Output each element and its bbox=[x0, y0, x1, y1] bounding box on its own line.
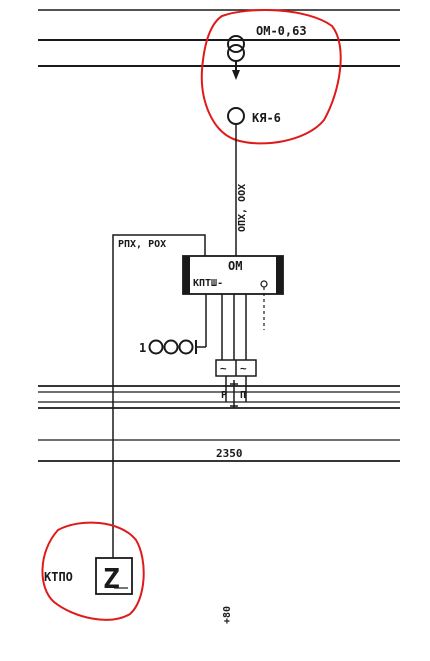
svg-text:~: ~ bbox=[220, 362, 227, 375]
offset-label: +80 bbox=[222, 606, 233, 624]
choke-label: 1 bbox=[139, 341, 146, 355]
relay-box: ~ ~ bbox=[215, 359, 257, 377]
svg-text:~: ~ bbox=[240, 362, 247, 375]
transformer-symbol bbox=[227, 35, 245, 80]
cabinet bbox=[182, 255, 284, 295]
junction-box-label: КЯ-6 bbox=[252, 111, 281, 125]
rail-left-label: Р bbox=[221, 390, 227, 401]
highlight-ellipse-top bbox=[200, 9, 342, 145]
dimension-label: 2350 bbox=[216, 447, 243, 460]
panel-label: КТПО bbox=[44, 570, 73, 584]
junction-box-symbol bbox=[227, 107, 245, 125]
cabinet-top-label: ОМ bbox=[228, 259, 242, 273]
transformer-label: ОМ-0,63 bbox=[256, 24, 307, 38]
choke-coil-symbol bbox=[148, 339, 197, 355]
cabinet-left-label: КПТШ- bbox=[193, 278, 223, 289]
rail-right-label: П bbox=[240, 390, 246, 401]
panel-symbol: Z bbox=[103, 562, 120, 595]
cable-left-label: РПХ, РОХ bbox=[118, 239, 166, 250]
cable-left bbox=[112, 234, 206, 558]
cabinet-terminal bbox=[260, 280, 268, 288]
cable-vertical-label: ОПХ, ООХ bbox=[237, 184, 248, 232]
highlight-ellipse-bottom bbox=[41, 521, 145, 621]
panel-box bbox=[95, 557, 133, 595]
